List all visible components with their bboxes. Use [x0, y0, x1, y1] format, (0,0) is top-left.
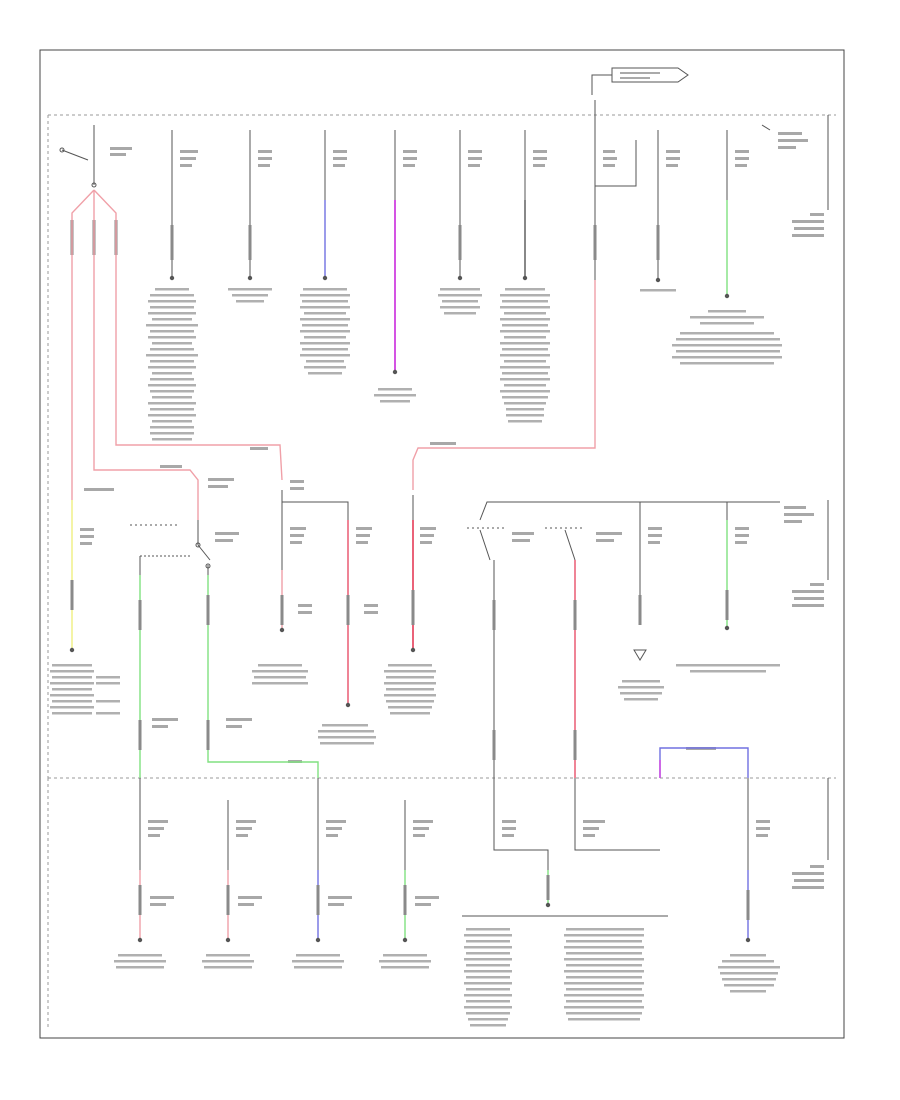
middle-row-labels	[80, 478, 824, 763]
middle-row-component-text	[50, 664, 780, 745]
bottom-row-connectors	[138, 875, 750, 920]
battery-symbol	[591, 67, 689, 95]
splice-symbol	[633, 649, 647, 661]
top-row-connectors	[70, 220, 660, 260]
middle-row-connectors	[70, 580, 729, 760]
wire-color-codes	[160, 442, 456, 468]
top-row-colored-wires	[71, 189, 728, 520]
top-row-fuses	[59, 100, 829, 280]
fuse-label-blocks	[110, 132, 824, 237]
middle-row-colored-wires	[71, 500, 749, 778]
top-row-terminals	[169, 275, 730, 375]
top-row-component-text	[146, 288, 782, 441]
middle-row-terminals	[69, 625, 730, 708]
middle-row-fuses	[130, 490, 829, 778]
bottom-row-component-text	[114, 928, 780, 1027]
bottom-row-fuses	[139, 778, 829, 917]
bottom-row-labels	[148, 820, 824, 906]
bottom-row-terminals	[137, 902, 751, 943]
bottom-row-colored-wires	[139, 870, 749, 940]
diagram-frame	[39, 49, 845, 1039]
